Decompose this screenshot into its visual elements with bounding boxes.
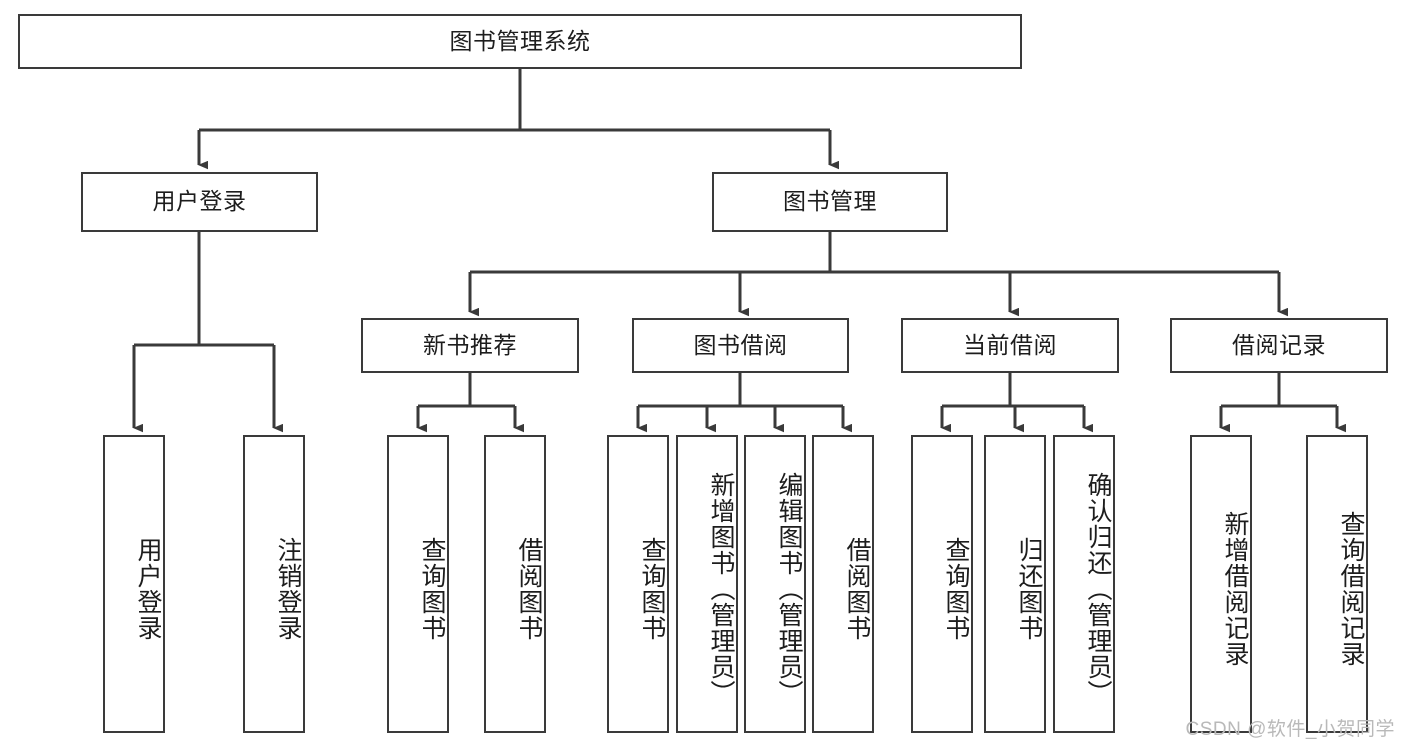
node-book-borrow[interactable]: 图书借阅 bbox=[632, 318, 849, 373]
node-label-leaf-user-login: 用户登录 bbox=[134, 537, 162, 641]
node-label-leaf-confirm-return-admin: 确认归还（管理员） bbox=[1084, 472, 1112, 706]
node-leaf-borrow-book[interactable]: 借阅图书 bbox=[812, 435, 874, 733]
node-new-book-recommend[interactable]: 新书推荐 bbox=[361, 318, 579, 373]
node-label-user-login: 用户登录 bbox=[152, 188, 247, 215]
node-leaf-user-login[interactable]: 用户登录 bbox=[103, 435, 165, 733]
node-label-leaf-borrow-book: 借阅图书 bbox=[843, 537, 871, 641]
node-label-leaf-add-borrow-record: 新增借阅记录 bbox=[1221, 511, 1249, 667]
node-label-book-management: 图书管理 bbox=[783, 188, 877, 215]
node-label-leaf-query-borrow-record: 查询借阅记录 bbox=[1337, 511, 1365, 667]
node-label-leaf-query-book-recommend: 查询图书 bbox=[418, 537, 446, 641]
node-label-leaf-query-book-current: 查询图书 bbox=[942, 537, 970, 641]
node-leaf-query-book-recommend[interactable]: 查询图书 bbox=[387, 435, 449, 733]
node-borrow-records[interactable]: 借阅记录 bbox=[1170, 318, 1388, 373]
node-user-login[interactable]: 用户登录 bbox=[81, 172, 318, 232]
node-label-current-borrow: 当前借阅 bbox=[963, 331, 1057, 358]
node-leaf-confirm-return-admin[interactable]: 确认归还（管理员） bbox=[1053, 435, 1115, 733]
node-current-borrow[interactable]: 当前借阅 bbox=[901, 318, 1119, 373]
node-label-leaf-add-book-admin: 新增图书（管理员） bbox=[707, 472, 735, 706]
watermark-text: CSDN @软件_小贺同学 bbox=[1185, 719, 1395, 740]
node-leaf-add-book-admin[interactable]: 新增图书（管理员） bbox=[676, 435, 738, 733]
node-label-book-borrow: 图书借阅 bbox=[693, 331, 788, 358]
node-label-leaf-query-book-borrow: 查询图书 bbox=[638, 537, 666, 641]
node-leaf-borrow-book-recommend[interactable]: 借阅图书 bbox=[484, 435, 546, 733]
node-root[interactable]: 图书管理系统 bbox=[18, 14, 1022, 69]
node-leaf-edit-book-admin[interactable]: 编辑图书（管理员） bbox=[744, 435, 806, 733]
node-leaf-query-borrow-record[interactable]: 查询借阅记录 bbox=[1306, 435, 1368, 733]
node-label-leaf-return-book: 归还图书 bbox=[1015, 537, 1043, 641]
node-label-leaf-user-logout: 注销登录 bbox=[274, 537, 302, 641]
node-label-root: 图书管理系统 bbox=[449, 27, 591, 54]
node-leaf-query-book-borrow[interactable]: 查询图书 bbox=[607, 435, 669, 733]
node-leaf-add-borrow-record[interactable]: 新增借阅记录 bbox=[1190, 435, 1252, 733]
node-label-new-book-recommend: 新书推荐 bbox=[423, 331, 517, 358]
node-book-management[interactable]: 图书管理 bbox=[712, 172, 948, 232]
node-leaf-return-book[interactable]: 归还图书 bbox=[984, 435, 1046, 733]
node-leaf-user-logout[interactable]: 注销登录 bbox=[243, 435, 305, 733]
node-label-leaf-edit-book-admin: 编辑图书（管理员） bbox=[775, 472, 803, 706]
node-label-borrow-records: 借阅记录 bbox=[1232, 331, 1326, 358]
node-label-leaf-borrow-book-recommend: 借阅图书 bbox=[515, 537, 543, 641]
node-leaf-query-book-current[interactable]: 查询图书 bbox=[911, 435, 973, 733]
